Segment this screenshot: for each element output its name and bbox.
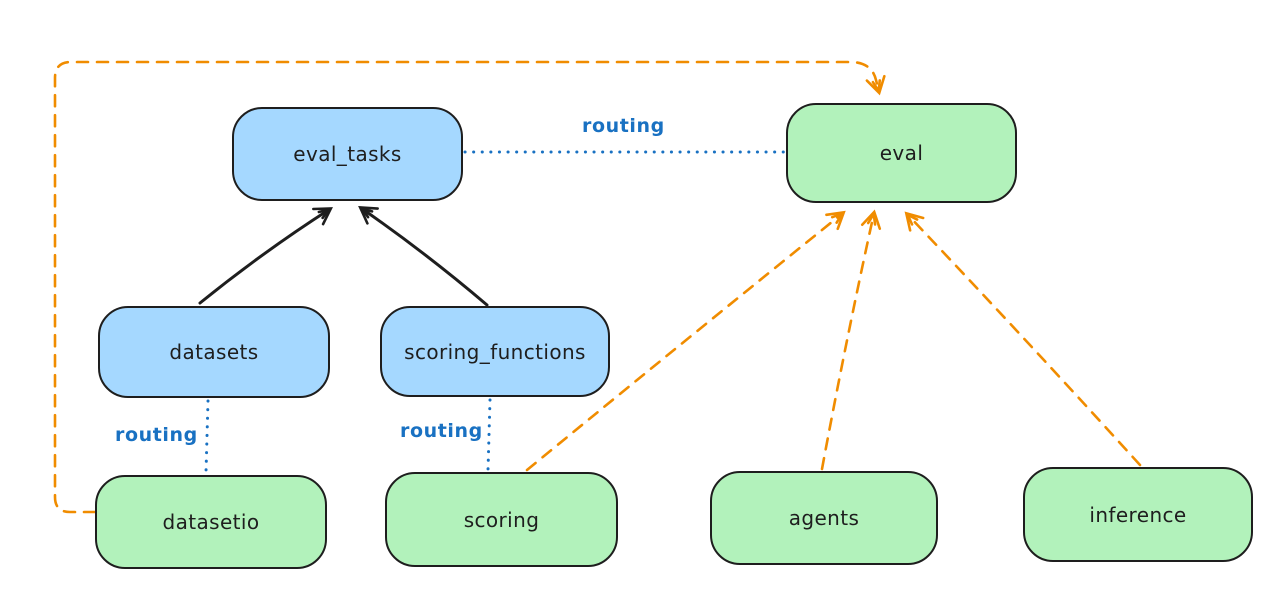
node-datasets-label: datasets [169,340,259,364]
edge-scoring-eval [525,210,846,472]
edge-inference-eval [904,211,1142,467]
node-datasets[interactable]: datasets [98,306,330,398]
node-agents-label: agents [788,506,860,530]
node-scoring-functions-label: scoring_functions [404,339,586,364]
edge-label-routing-top: routing [582,115,665,137]
node-scoring-label: scoring [463,507,540,532]
edge-datasets-datasetio [204,399,210,474]
node-eval-tasks[interactable]: eval_tasks [232,107,463,201]
edge-datasetio-eval [53,60,886,514]
node-inference-label: inference [1089,502,1187,527]
edge-scoring-functions-eval-tasks [358,205,489,307]
node-eval-label: eval [879,141,924,165]
node-datasetio-label: datasetio [162,510,260,534]
node-eval[interactable]: eval [786,103,1017,203]
edge-label-routing-scoring: routing [400,420,483,442]
node-datasetio[interactable]: datasetio [95,475,327,569]
edge-scoring-functions-scoring [486,398,492,472]
edge-datasets-eval-tasks [198,207,333,305]
node-inference[interactable]: inference [1023,467,1253,562]
edge-agents-eval [820,209,882,471]
node-scoring-functions[interactable]: scoring_functions [380,306,610,397]
edge-label-routing-datasets: routing [115,424,198,446]
node-agents[interactable]: agents [710,471,938,565]
node-scoring[interactable]: scoring [385,472,618,567]
node-eval-tasks-label: eval_tasks [293,142,402,166]
